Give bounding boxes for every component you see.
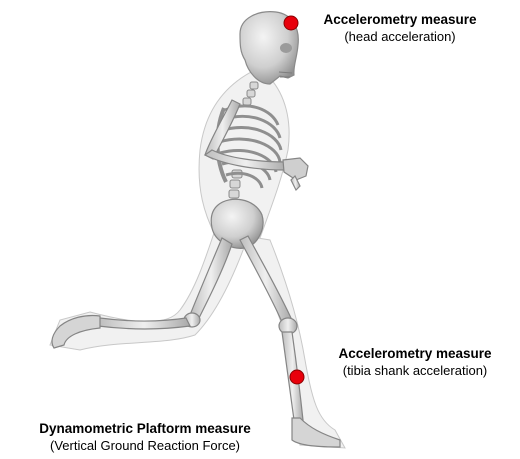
tibia-accelerometry-subtitle: (tibia shank acceleration)	[315, 362, 515, 379]
tibia-accelerometry-title: Accelerometry measure	[315, 345, 515, 362]
platform-measure-title: Dynamometric Plaftorm measure	[0, 420, 290, 437]
front-leg-bones	[240, 236, 340, 447]
platform-measure-subtitle: (Vertical Ground Reaction Force)	[0, 437, 290, 454]
head-sensor-marker	[284, 16, 298, 30]
platform-measure-label: Dynamometric Plaftorm measure (Vertical …	[0, 420, 290, 454]
tibia-accelerometry-label: Accelerometry measure (tibia shank accel…	[315, 345, 515, 379]
head-accelerometry-title: Accelerometry measure	[300, 11, 500, 28]
body-silhouette	[50, 70, 345, 448]
tibia-sensor-marker	[290, 370, 304, 384]
head-accelerometry-label: Accelerometry measure (head acceleration…	[300, 11, 500, 45]
head-accelerometry-subtitle: (head acceleration)	[300, 28, 500, 45]
